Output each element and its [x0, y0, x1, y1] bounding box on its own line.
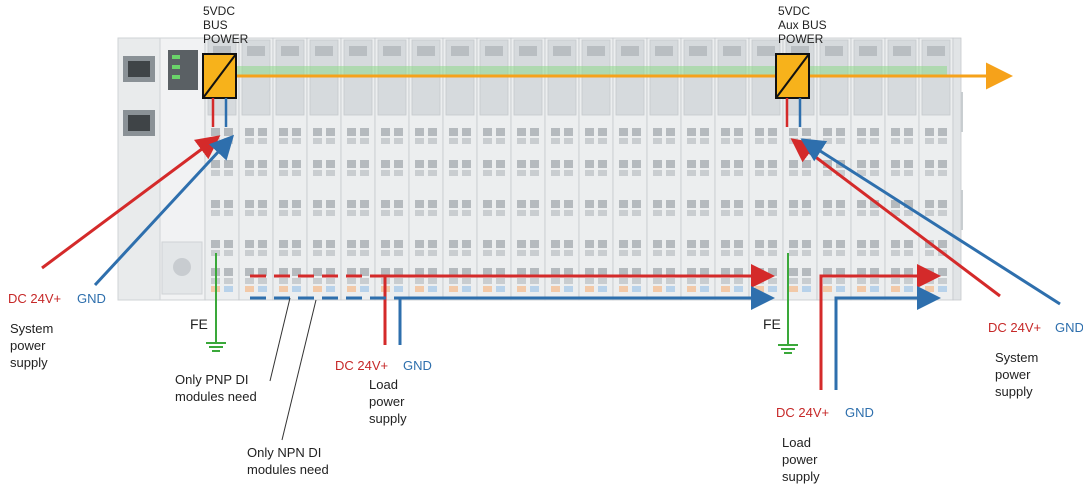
io-module: [612, 37, 648, 301]
system-power-supply-label: System power supply: [10, 321, 54, 370]
dc-dc-converter-icon: [202, 53, 237, 99]
io-module: [544, 37, 580, 301]
io-module: [884, 37, 920, 301]
io-module: [408, 37, 444, 301]
io-module: [272, 37, 308, 301]
npn-note-label: Only NPN DI modules need: [247, 445, 329, 477]
io-module: [578, 37, 614, 301]
io-module: [238, 37, 274, 301]
aux-load-power-ground-wire: [834, 286, 941, 390]
load-power-ground-wire: [398, 286, 775, 345]
aux-bus-power-label: 5VDC Aux BUS POWER: [778, 4, 827, 46]
npn-note-leader: [281, 299, 317, 441]
aux-load-dc24v-label: DC 24V+: [776, 405, 830, 420]
io-module: [306, 37, 342, 301]
fe-label-left: FE: [190, 316, 208, 332]
aux-system-power-positive-wire: [790, 138, 1001, 298]
load-dc24v-label: DC 24V+: [335, 358, 389, 373]
system-gnd-label: GND: [77, 291, 106, 306]
aux-system-power-supply-label: System power supply: [995, 350, 1039, 399]
aux-system-power-ground-wire: [800, 138, 1061, 306]
bus-coupler: [117, 37, 206, 301]
system-dc24v-label: DC 24V+: [8, 291, 62, 306]
ground-symbol-icon: [206, 253, 226, 352]
fe-label-right: FE: [763, 316, 781, 332]
io-module: [816, 37, 852, 301]
aux-system-dc24v-label: DC 24V+: [988, 320, 1042, 335]
system-power-positive-wire: [41, 135, 221, 270]
system-power-ground-wire: [93, 134, 235, 287]
aux-load-power-positive-wire: [819, 264, 941, 390]
dc-dc-converter-icon: [775, 53, 810, 99]
aux-load-gnd-label: GND: [845, 405, 874, 420]
ground-symbol-icon: [778, 253, 798, 354]
pnp-note-label: Only PNP DI modules need: [175, 372, 257, 404]
ethernet-port-icon: [123, 56, 155, 82]
aux-load-power-supply-label: Load power supply: [782, 435, 820, 484]
bus-power-label: 5VDC BUS POWER: [203, 4, 249, 46]
brand-logo: [173, 258, 191, 276]
load-gnd-label: GND: [403, 358, 432, 373]
pnp-note-leader: [269, 297, 291, 382]
led-band: [205, 66, 947, 76]
ethernet-port-icon: [123, 110, 155, 136]
aux-system-gnd-label: GND: [1055, 320, 1083, 335]
load-power-supply-label: Load power supply: [369, 377, 407, 426]
